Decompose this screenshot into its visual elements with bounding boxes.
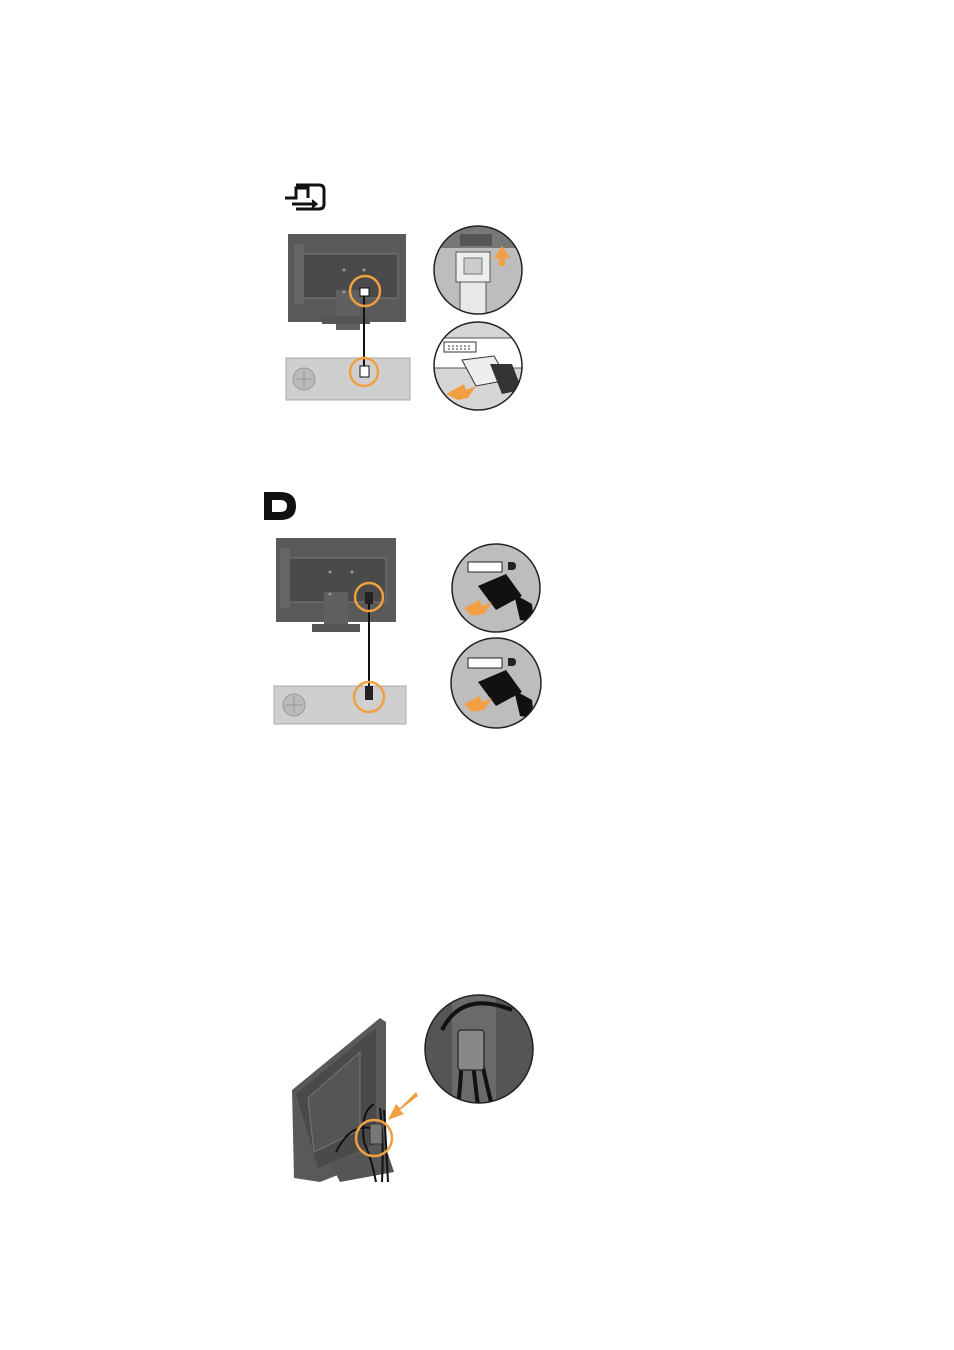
dvi-port-icon xyxy=(282,180,326,212)
dp-detail-monitor-port xyxy=(448,542,544,634)
dp-monitor-back-diagram xyxy=(272,536,410,726)
dp-detail-pc-port xyxy=(448,636,544,730)
dvi-detail-monitor-port xyxy=(432,224,524,316)
displayport-icon xyxy=(262,490,298,522)
cable-clip-detail xyxy=(422,994,538,1106)
dvi-monitor-back-diagram xyxy=(284,232,414,404)
cable-management-monitor-diagram xyxy=(290,1012,420,1184)
dvi-detail-pc-port xyxy=(432,320,524,412)
